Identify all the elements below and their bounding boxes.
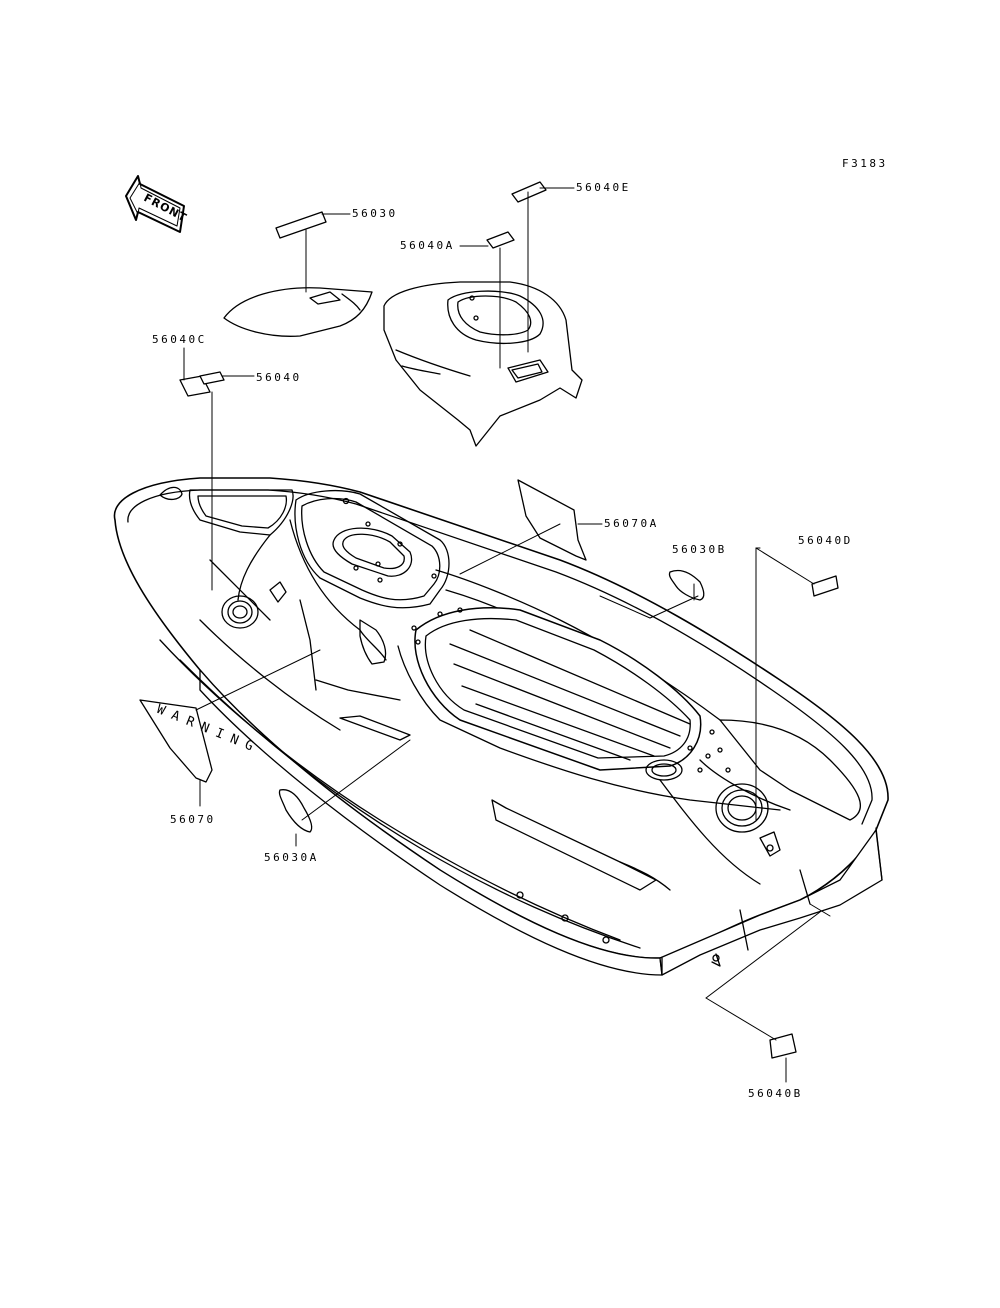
decal-56040B [770,1034,796,1058]
decal-56040A [487,232,514,248]
seat [398,608,780,810]
decal-56030 [276,212,326,238]
seat-cover-part [224,288,372,337]
steering-pad [295,491,449,608]
decal-56040 [200,372,224,384]
leader-lines [184,188,830,1082]
part-label-56040A: 56040A [400,239,455,252]
part-label-56030A: 56030A [264,851,319,864]
decal-56070A [518,480,586,560]
part-label-56030B: 56030B [672,543,727,556]
part-label-56070A: 56070A [604,517,659,530]
rear-deck [646,720,860,950]
part-label-56070: 56070 [170,813,216,826]
decal-56040D [812,576,838,596]
left-gunwale [160,487,293,535]
fuel-cap [222,596,258,628]
part-label-56030: 56030 [352,207,398,220]
figure-code: F3183 [842,157,888,170]
decal-56070 [140,700,212,782]
decal-56030B [669,570,703,600]
part-label-56040B: 56040B [748,1087,803,1100]
part-label-56040E: 56040E [576,181,631,194]
part-label-56040C: 56040C [152,333,207,346]
decal-56030A [279,790,311,832]
engine-cover-part [384,282,582,446]
decal-56040E [512,182,546,202]
part-label-56040: 56040 [256,371,302,384]
decal-shapes [140,182,838,1058]
part-label-56040D: 56040D [798,534,853,547]
front-arrow-icon: FRONT [126,176,189,232]
